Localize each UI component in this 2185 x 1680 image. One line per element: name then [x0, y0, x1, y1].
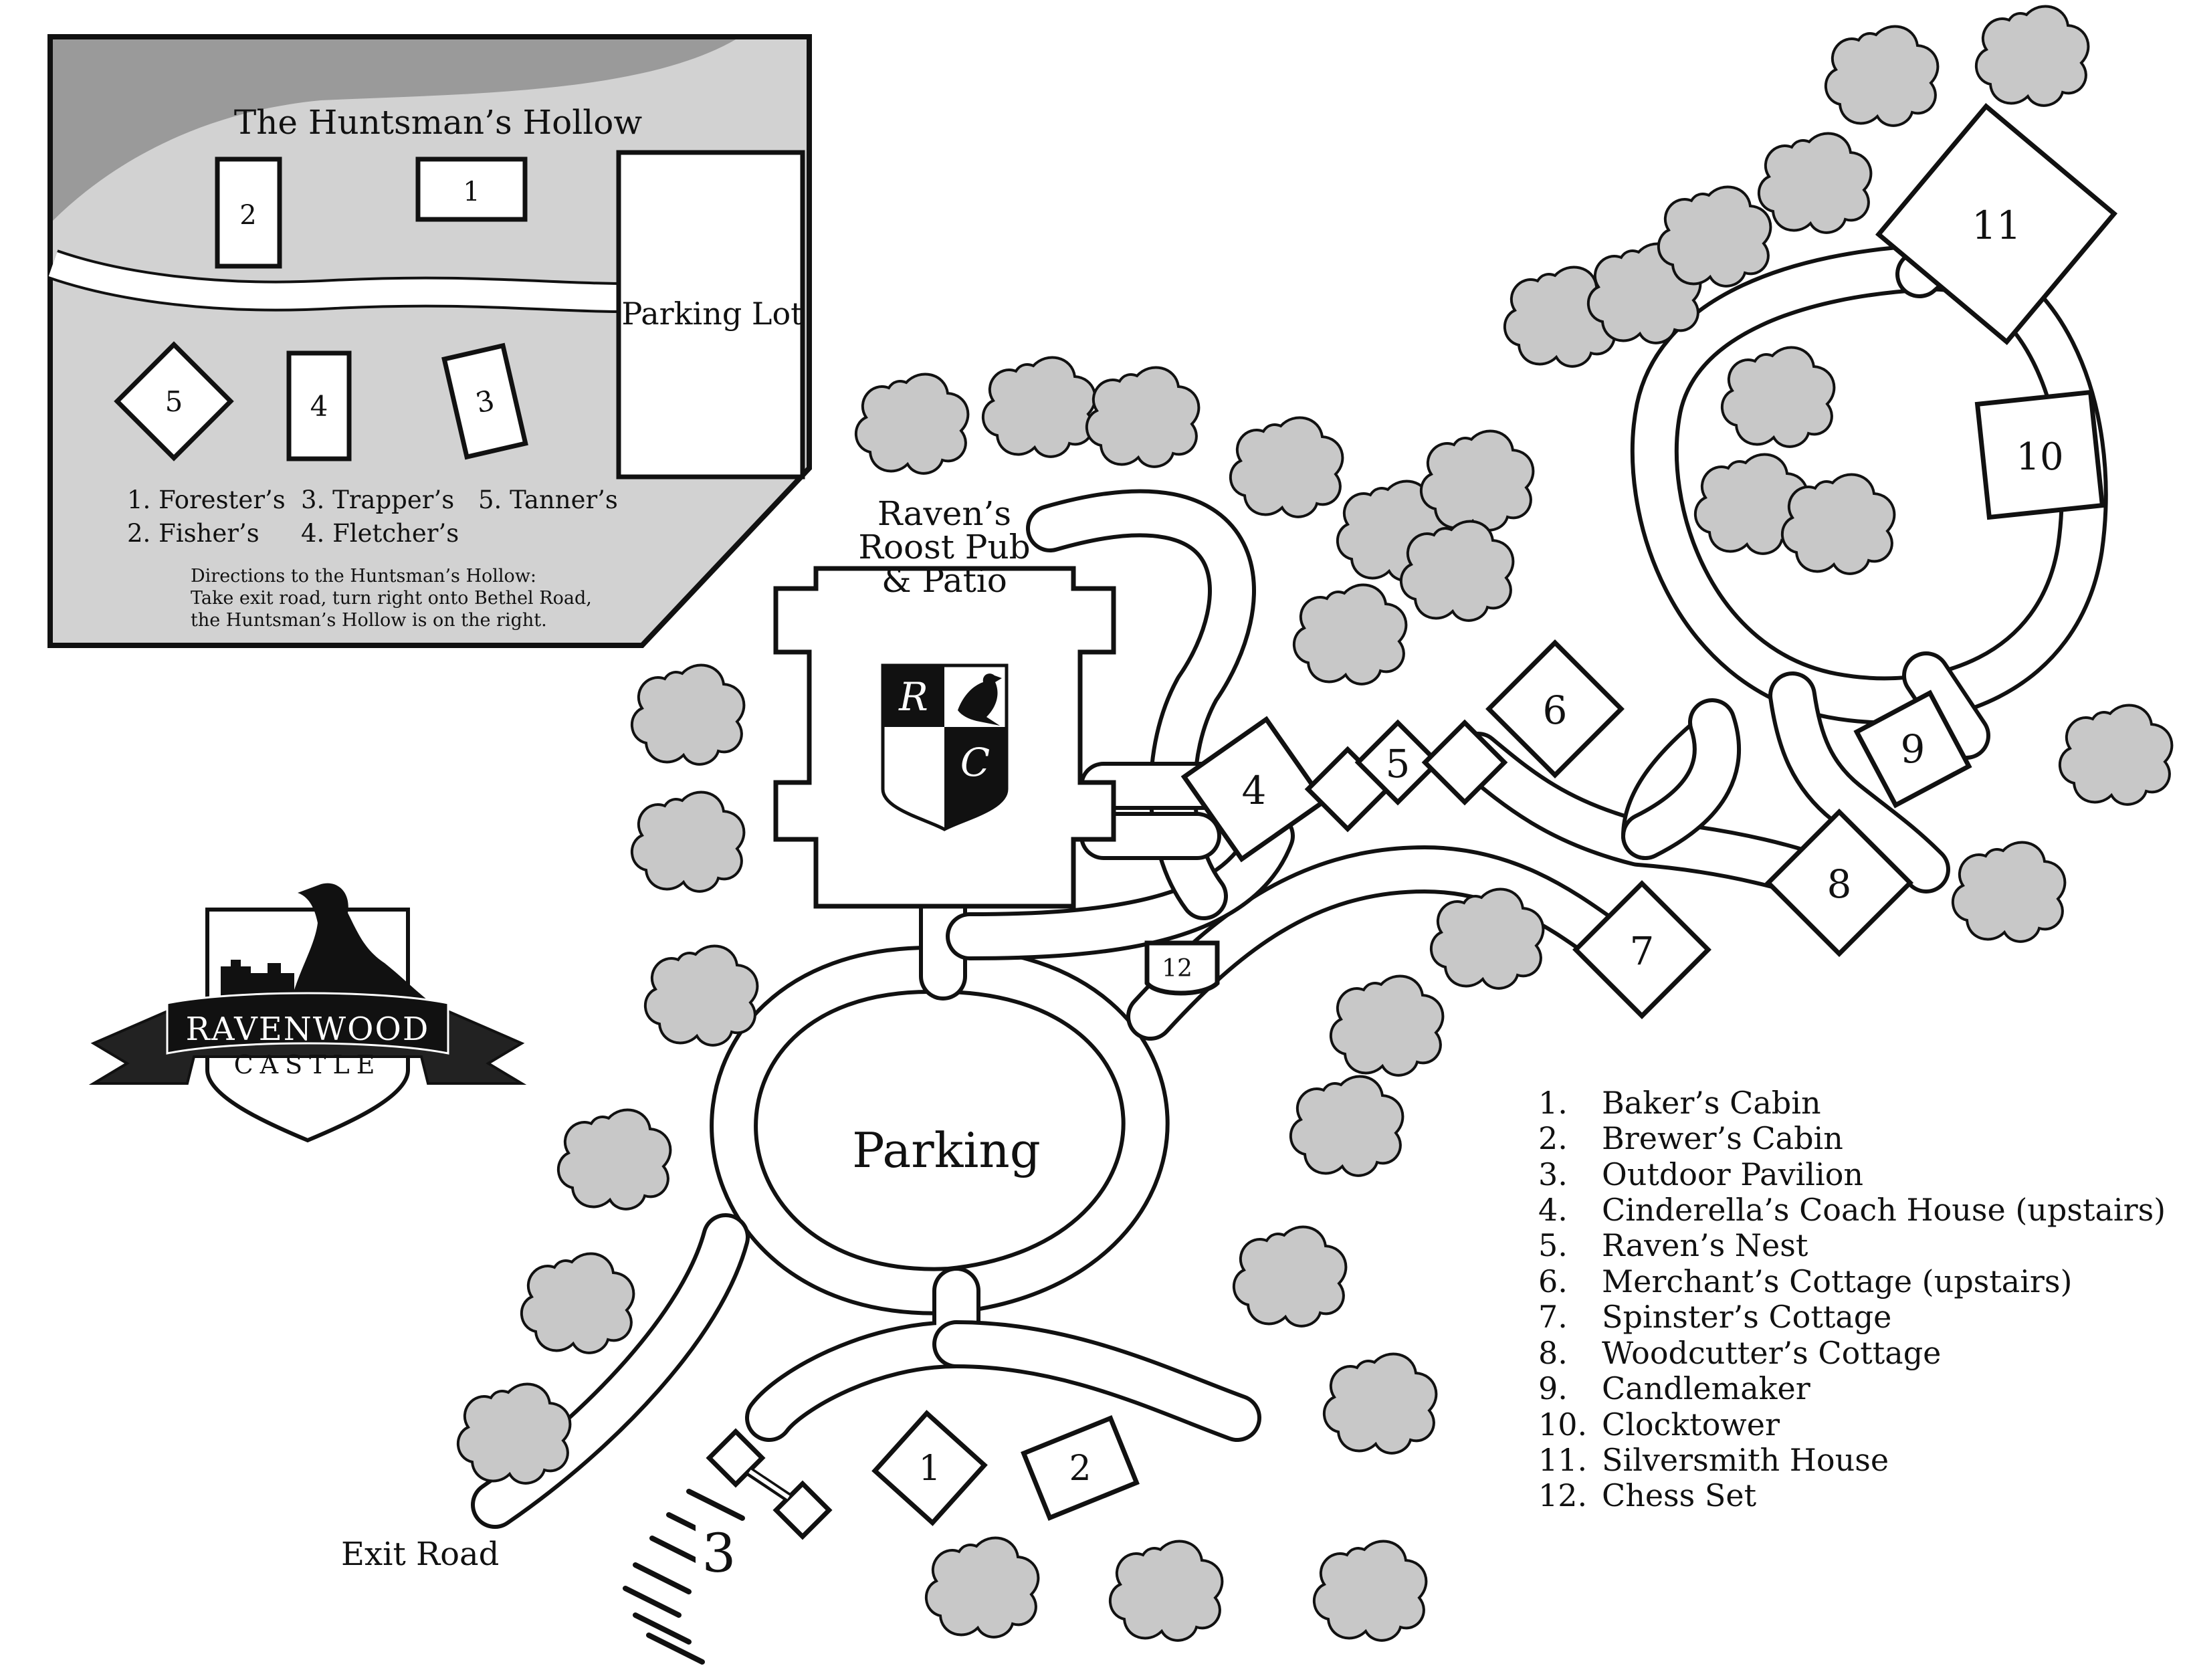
inset-directions-1: Directions to the Huntsman’s Hollow: — [191, 566, 536, 587]
building-12-chess-set[interactable]: 12 — [1144, 940, 1220, 996]
legend-num-2: 2. — [1538, 1120, 1568, 1156]
logo-sub: CASTLE — [234, 1050, 382, 1079]
crest-castle-icon — [888, 749, 938, 776]
pub-label-line-2: Roost Pub — [858, 528, 1030, 566]
svg-text:4: 4 — [310, 390, 328, 423]
building-2[interactable]: 2 — [1021, 1415, 1140, 1521]
building-9-candlemaker[interactable]: 9 — [1853, 690, 1972, 809]
building-5-ravens-nest[interactable]: 5 — [1304, 719, 1508, 833]
legend-name-1: Baker’s Cabin — [1602, 1085, 1821, 1121]
legend-name-6: Merchant’s Cottage (upstairs) — [1602, 1263, 2072, 1299]
legend-num-11: 11. — [1538, 1442, 1587, 1478]
building-7-spinsters-cottage[interactable]: 7 — [1572, 880, 1711, 1019]
huntsmans-hollow-inset: The Huntsman’s Hollow 1 2 3 4 5 Parking … — [47, 34, 812, 648]
svg-text:7: 7 — [1630, 928, 1655, 974]
inset-directions-3: the Huntsman’s Hollow is on the right. — [191, 610, 547, 631]
legend-name-3: Outdoor Pavilion — [1602, 1156, 1863, 1192]
legend-name-11: Silversmith House — [1602, 1442, 1889, 1478]
legend-name-12: Chess Set — [1602, 1477, 1757, 1513]
svg-text:10: 10 — [2016, 435, 2063, 479]
parking-label: Parking — [852, 1122, 1041, 1178]
legend-num-3: 3. — [1538, 1156, 1568, 1192]
inset-legend-5: 5. Tanner’s — [478, 486, 618, 514]
ravenwood-castle-logo: RAVENWOOD CASTLE — [88, 883, 527, 1143]
building-legend: 1. Baker’s Cabin 2. Brewer’s Cabin 3. Ou… — [1538, 1085, 2166, 1513]
legend-num-12: 12. — [1538, 1477, 1587, 1513]
inset-legend-1: 1. Forester’s — [127, 486, 286, 514]
ravens-roost-pub[interactable]: R C — [773, 566, 1116, 909]
svg-text:Parking Lot: Parking Lot — [621, 296, 803, 332]
inset-building-1[interactable]: 1 — [415, 156, 528, 222]
legend-num-6: 6. — [1538, 1263, 1568, 1299]
legend-name-4: Cinderella’s Coach House (upstairs) — [1602, 1192, 2166, 1228]
logo-name: RAVENWOOD — [186, 1011, 430, 1048]
svg-text:11: 11 — [1972, 203, 2021, 248]
svg-text:12: 12 — [1162, 955, 1192, 982]
svg-text:3: 3 — [702, 1522, 736, 1584]
svg-text:8: 8 — [1827, 861, 1852, 907]
pub-label-line-3: & Patio — [881, 561, 1007, 600]
building-3-outdoor-pavilion[interactable]: 3 — [623, 1428, 833, 1665]
building-8-woodcutters-cottage[interactable]: 8 — [1764, 808, 1914, 958]
building-6-merchants-cottage[interactable]: 6 — [1485, 639, 1625, 778]
logo-raven-icon — [288, 883, 431, 1017]
svg-text:2: 2 — [239, 200, 256, 231]
legend-num-5: 5. — [1538, 1227, 1568, 1263]
svg-text:2: 2 — [1069, 1449, 1091, 1489]
svg-text:4: 4 — [1242, 768, 1267, 813]
legend-name-8: Woodcutter’s Cottage — [1602, 1335, 1941, 1371]
inset-legend-4: 4. Fletcher’s — [301, 519, 459, 548]
castle-crest: R C — [881, 663, 1009, 831]
svg-text:6: 6 — [1543, 688, 1568, 733]
inset-building-5[interactable]: 5 — [114, 341, 234, 461]
legend-name-7: Spinster’s Cottage — [1602, 1299, 1891, 1335]
legend-name-2: Brewer’s Cabin — [1602, 1120, 1843, 1156]
legend-num-10: 10. — [1538, 1406, 1587, 1443]
crest-raven-icon — [958, 673, 1002, 726]
inset-parking-lot[interactable]: Parking Lot — [616, 150, 805, 480]
building-11-silversmith-house[interactable]: 11 — [1875, 102, 2118, 346]
pub-label-line-1: Raven’s — [877, 494, 1011, 533]
legend-num-8: 8. — [1538, 1335, 1568, 1371]
svg-text:1: 1 — [463, 177, 480, 207]
inset-directions-2: Take exit road, turn right onto Bethel R… — [191, 588, 592, 609]
legend-num-9: 9. — [1538, 1370, 1568, 1406]
svg-text:1: 1 — [918, 1449, 940, 1489]
inset-title: The Huntsman’s Hollow — [234, 103, 642, 142]
svg-text:9: 9 — [1901, 726, 1926, 772]
svg-text:5: 5 — [1386, 741, 1411, 786]
legend-num-4: 4. — [1538, 1192, 1568, 1228]
inset-legend-3: 3. Trapper’s — [301, 486, 454, 514]
inset-building-4[interactable]: 4 — [286, 350, 352, 461]
crest-letter-r: R — [898, 674, 928, 720]
legend-name-5: Raven’s Nest — [1602, 1227, 1808, 1263]
inset-building-2[interactable]: 2 — [215, 156, 282, 269]
inset-building-3[interactable]: 3 — [441, 342, 528, 460]
building-10-clocktower[interactable]: 10 — [1974, 389, 2105, 520]
legend-name-9: Candlemaker — [1602, 1370, 1810, 1406]
svg-text:5: 5 — [165, 385, 183, 418]
inset-legend-2: 2. Fisher’s — [127, 519, 259, 548]
inset-hill — [53, 39, 736, 221]
legend-num-1: 1. — [1538, 1085, 1568, 1121]
building-1[interactable]: 1 — [871, 1410, 988, 1526]
crest-letter-c: C — [960, 740, 990, 785]
building-4-coach-house[interactable]: 4 — [1180, 716, 1328, 863]
legend-num-7: 7. — [1538, 1299, 1568, 1335]
legend-name-10: Clocktower — [1602, 1406, 1780, 1443]
exit-road-label: Exit Road — [341, 1536, 499, 1573]
